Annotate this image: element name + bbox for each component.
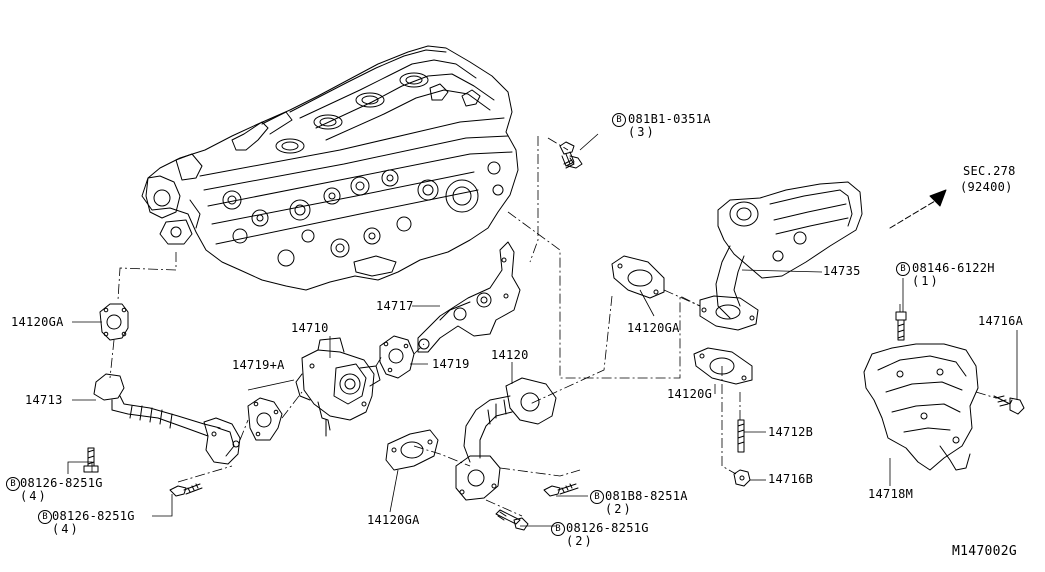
bolt-8251G-b-drawing bbox=[169, 483, 203, 497]
part-label-14719: 14719 bbox=[432, 357, 470, 371]
part-label-14735: 14735 bbox=[823, 264, 861, 278]
part-label-14716A: 14716A bbox=[978, 314, 1024, 328]
bolt-qty-8251A: (2) bbox=[605, 502, 633, 516]
part-label-14716B: 14716B bbox=[768, 472, 814, 486]
egr-cooler-drawing bbox=[699, 181, 863, 331]
nut-14716B-drawing bbox=[733, 469, 751, 487]
bolt-8251G-c-drawing bbox=[495, 509, 529, 531]
bolt-8251A-drawing bbox=[543, 483, 579, 497]
bolt-code-8251G-b: 08126-8251G bbox=[52, 509, 135, 523]
bolt-code-0351A: 081B1-0351A bbox=[628, 112, 711, 126]
bolt-qty-8251G-c: (2) bbox=[566, 534, 594, 548]
bolt-marker: B bbox=[896, 262, 910, 276]
adapter-14717-drawing bbox=[417, 241, 521, 353]
bolt-marker: B bbox=[38, 510, 52, 524]
egr-tube-center-drawing bbox=[455, 377, 557, 501]
part-label-14120GA-right: 14120GA bbox=[627, 321, 680, 335]
part-label-14719A: 14719+A bbox=[232, 358, 285, 372]
bolt-marker: B bbox=[551, 522, 565, 536]
leader-lines bbox=[67, 133, 1018, 527]
part-label-14120GA-bottom: 14120GA bbox=[367, 513, 420, 527]
bolt-0351A-drawing bbox=[559, 141, 583, 169]
cylinder-head-drawing bbox=[141, 45, 519, 291]
part-label-14717: 14717 bbox=[376, 299, 414, 313]
bolt-marker: B bbox=[6, 477, 20, 491]
stud-14712B-drawing bbox=[737, 419, 745, 453]
egr-tube-left-drawing bbox=[93, 373, 241, 465]
part-label-14120G: 14120G bbox=[667, 387, 713, 401]
bolt-code-8251A: 081B8-8251A bbox=[605, 489, 688, 503]
bolt-code-6122H: 08146-6122H bbox=[912, 261, 995, 275]
gasket-14120G-drawing bbox=[693, 347, 753, 385]
part-label-14712B: 14712B bbox=[768, 425, 814, 439]
part-label-14120GA-left: 14120GA bbox=[11, 315, 64, 329]
bolt-qty-8251G-a: (4) bbox=[20, 489, 48, 503]
bolt-8251G-a-drawing bbox=[83, 447, 99, 473]
part-label-14120: 14120 bbox=[491, 348, 529, 362]
part-label-14718M: 14718M bbox=[868, 487, 914, 501]
gasket-left-drawing bbox=[99, 303, 129, 341]
assembly-lines bbox=[109, 136, 997, 517]
bolt-qty-6122H: (1) bbox=[912, 274, 940, 288]
bolt-6122H-drawing bbox=[895, 311, 907, 341]
bolt-qty-0351A: (3) bbox=[628, 125, 656, 139]
part-label-14713: 14713 bbox=[25, 393, 63, 407]
section-arrow bbox=[889, 189, 947, 229]
part-label-14710: 14710 bbox=[291, 321, 329, 335]
bolt-code-8251G-c: 08126-8251G bbox=[566, 521, 649, 535]
gasket-bottom-drawing bbox=[385, 429, 439, 471]
bolt-marker: B bbox=[612, 113, 626, 127]
gasket-14719-drawing bbox=[379, 335, 415, 379]
heat-shield-drawing bbox=[863, 343, 979, 471]
gasket-14719A-drawing bbox=[247, 397, 283, 441]
egr-valve-drawing bbox=[295, 337, 381, 437]
section-ref-line1: SEC.278 bbox=[963, 164, 1016, 178]
bolt-qty-8251G-b: (4) bbox=[52, 522, 80, 536]
gasket-right-drawing bbox=[611, 255, 665, 299]
bolt-code-8251G-a: 08126-8251G bbox=[20, 476, 103, 490]
bolt-14716A-drawing bbox=[993, 395, 1025, 415]
bolt-marker: B bbox=[590, 490, 604, 504]
section-ref-line2: (92400) bbox=[960, 180, 1013, 194]
diagram-id: M147002G bbox=[952, 544, 1018, 559]
